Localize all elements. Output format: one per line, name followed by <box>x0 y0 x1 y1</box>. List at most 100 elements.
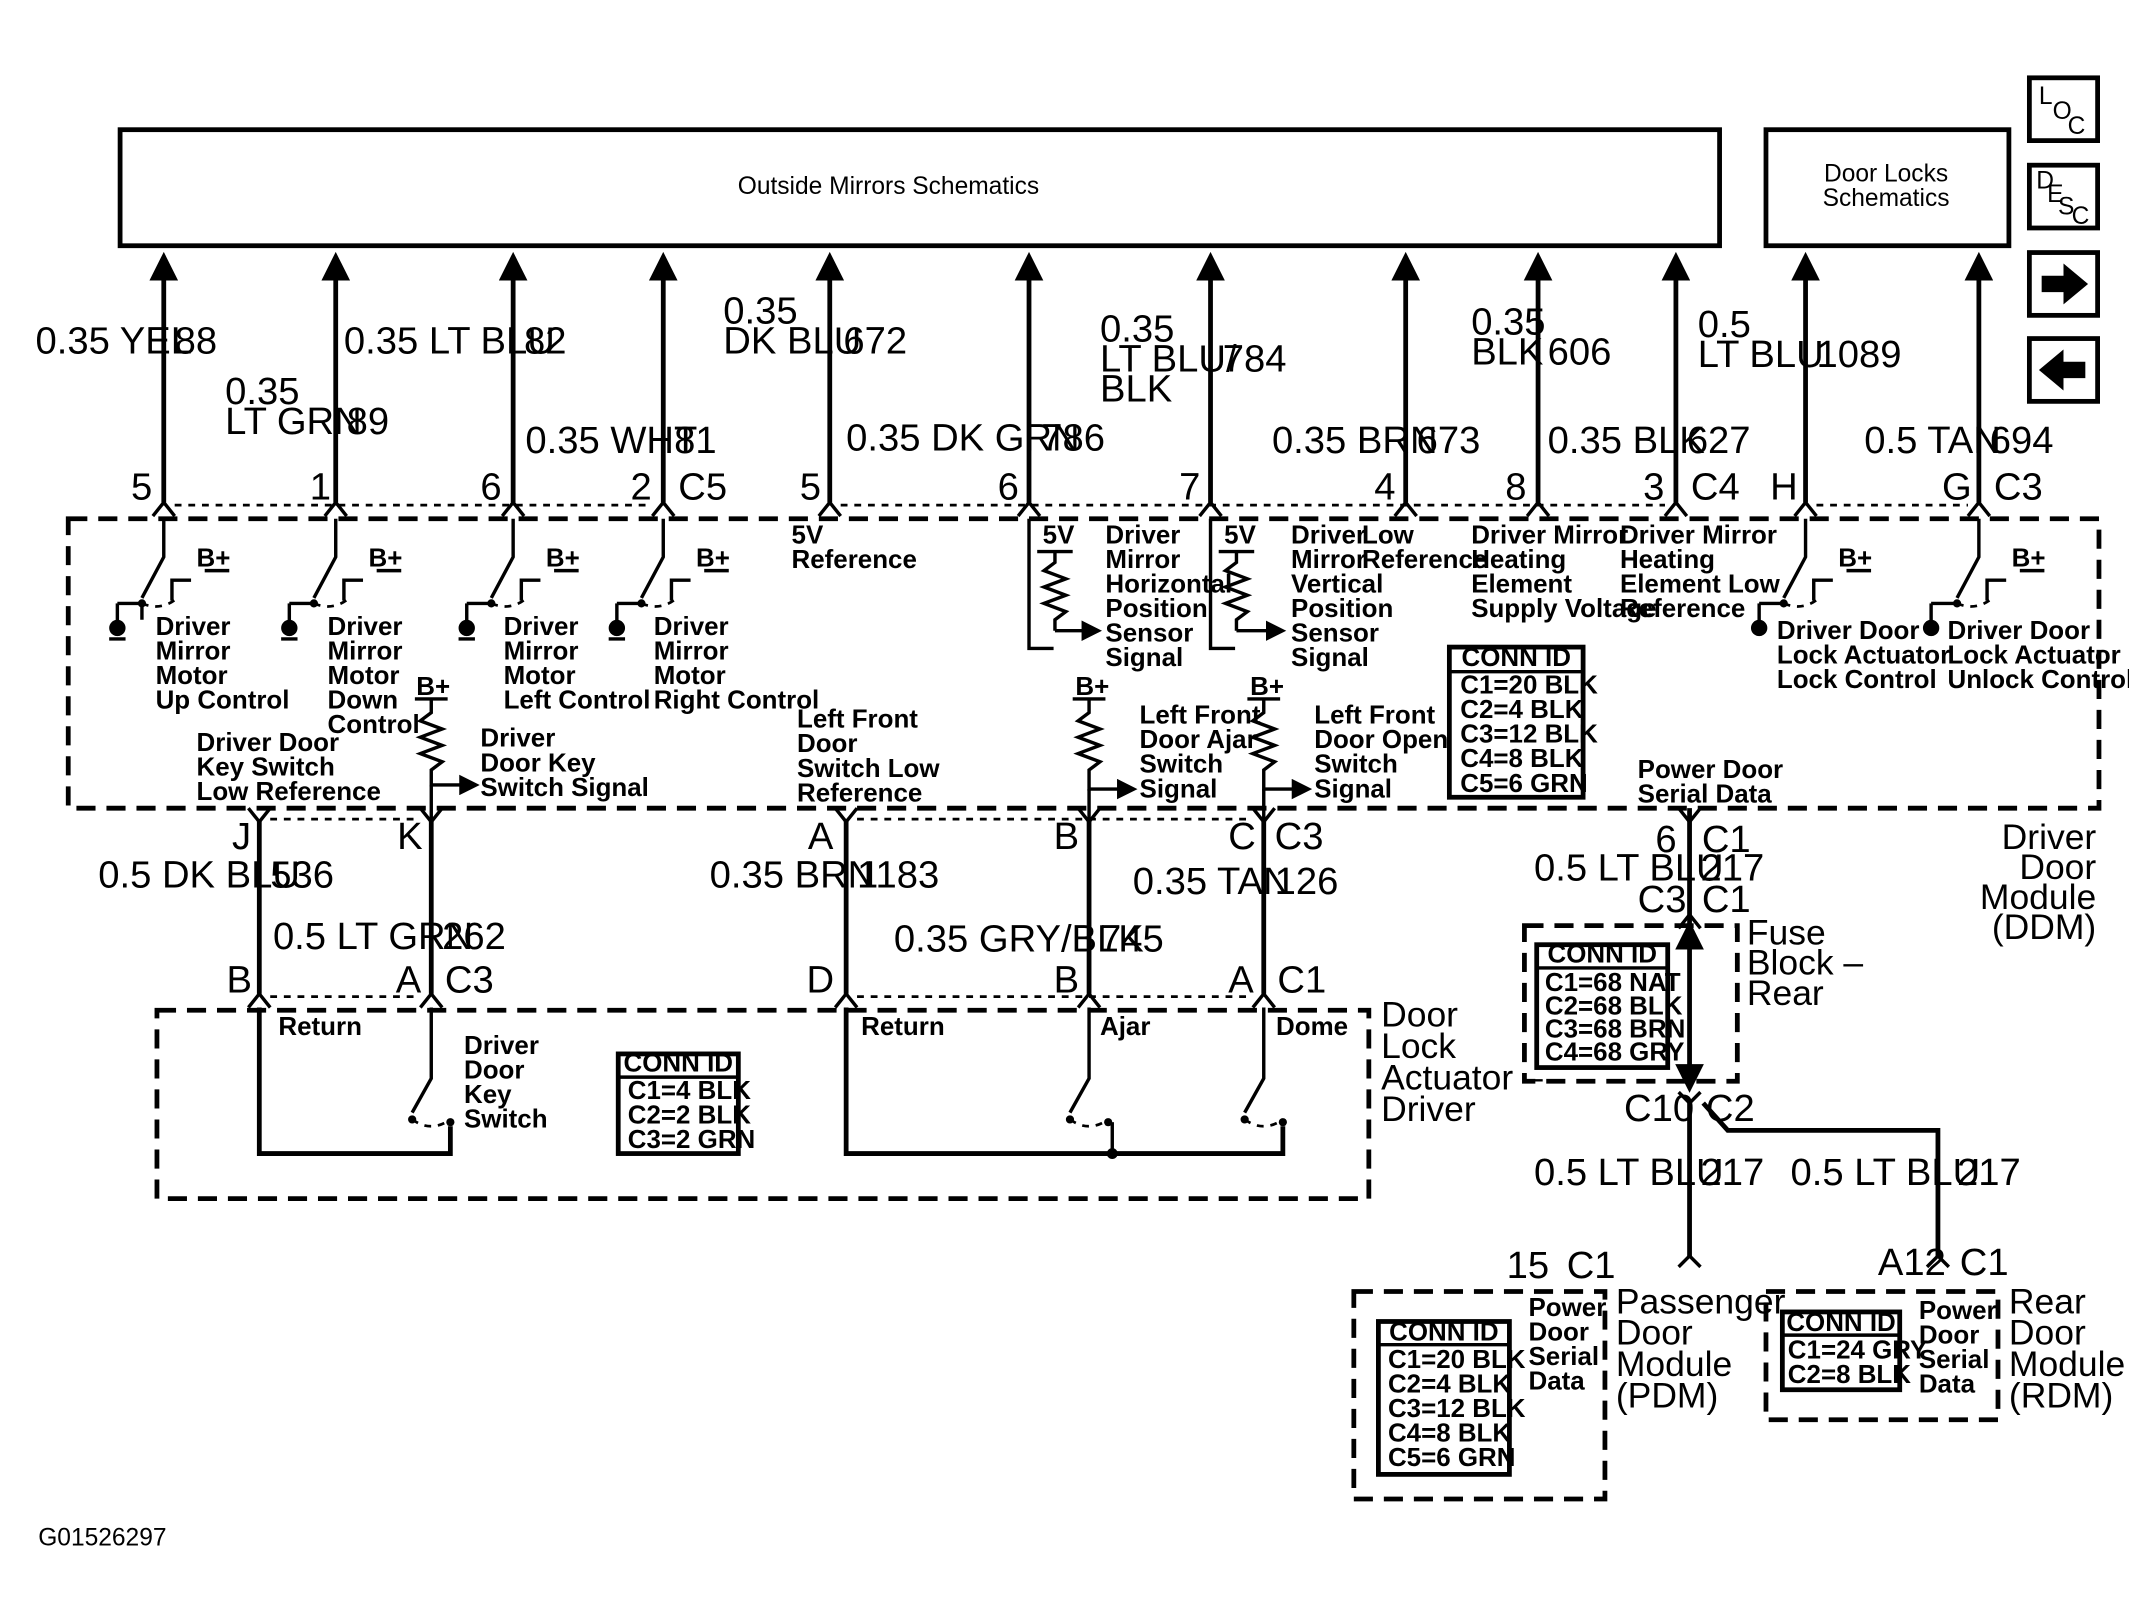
lbl-keylow-1: Driver Door <box>197 729 340 757</box>
wire-82-pin: 6 <box>480 466 501 509</box>
act-name-4: Driver <box>1381 1089 1476 1129</box>
lbl-left-1: Driver <box>504 613 579 641</box>
desc-s: S <box>2058 193 2074 220</box>
act-pin-a: A <box>396 958 422 1001</box>
ground-icon <box>109 619 126 637</box>
next-page-button[interactable] <box>2026 250 2100 318</box>
wire-88-circuit: 88 <box>175 320 217 363</box>
wire-784-size: 0.35 <box>1100 307 1174 350</box>
pdm-serial-2: Door <box>1529 1319 1589 1347</box>
ddm-conn-row-2: C2=4 BLK <box>1460 696 1583 724</box>
lbl-open-4: Signal <box>1314 775 1392 803</box>
v5-vert: 5V <box>1224 521 1256 549</box>
wire-82-size: 0.35 LT BLU <box>344 320 555 363</box>
rdm-conn-row-1: C1=24 GRY <box>1788 1336 1928 1364</box>
lbl-open-2: Door Open <box>1314 726 1448 754</box>
lbl-right-3: Motor <box>654 662 726 690</box>
lbl-horiz-3: Horizontal <box>1105 570 1232 598</box>
lbl-horiz-2: Mirror <box>1105 546 1180 574</box>
pdm-name-4: (PDM) <box>1616 1375 1718 1415</box>
lbl-up-1: Driver <box>156 613 231 641</box>
wire-1183-size: 0.35 BRN <box>710 853 876 896</box>
lbl-serial-2: Serial Data <box>1638 781 1773 809</box>
ddm-labels: Driver Mirror Motor Up Control Driver Mi… <box>156 521 2129 808</box>
ddm-conn-row-4: C4=8 BLK <box>1460 745 1583 773</box>
wire-786-pin: 6 <box>998 466 1019 509</box>
pdm-conn-title: CONN ID <box>1389 1319 1498 1347</box>
lbl-5vref-2: Reference <box>792 546 917 574</box>
bplus-5: B+ <box>1838 545 1872 573</box>
rdm-name-3: Module <box>2009 1344 2125 1384</box>
wire-672-size: 0.35 <box>723 290 797 333</box>
lbl-lflow-4: Reference <box>797 779 922 807</box>
pin-c-ddm: C <box>1228 815 1256 858</box>
pdm-serial-3: Serial <box>1529 1343 1600 1371</box>
pdm-conn-row-5: C5=6 GRN <box>1388 1444 1515 1472</box>
act-key-1: Driver <box>464 1032 539 1060</box>
wire-784-color2: BLK <box>1100 367 1173 410</box>
act-ajar: Ajar <box>1100 1013 1150 1041</box>
fuse-name-1: Fuse <box>1747 913 1826 953</box>
outside-mirrors-label: Outside Mirrors Schematics <box>738 173 1039 200</box>
ground-icon <box>281 619 298 637</box>
lbl-heat-low-1: Driver Mirror <box>1620 521 1777 549</box>
wire-606-size: 0.35 <box>1471 300 1545 343</box>
wire-1089-size: 0.5 <box>1698 303 1751 346</box>
wire-536-size: 0.5 DK BLU <box>98 853 300 896</box>
bplus-6: B+ <box>2012 545 2046 573</box>
wire-81-pin: 2 <box>631 466 652 509</box>
act-name-3: Actuator – <box>1381 1057 1543 1097</box>
wire-88-pin: 5 <box>131 466 152 509</box>
middle-wire-labels: J K A B C C3 0.5 DK BLU 536 0.5 LT GRN 2… <box>98 815 1338 960</box>
middle-wires <box>247 807 1277 1009</box>
lbl-right-2: Mirror <box>654 637 729 665</box>
ddm-box <box>65 516 2102 811</box>
v5-horiz: 5V <box>1043 521 1075 549</box>
previous-page-button[interactable] <box>2026 336 2100 404</box>
ddm-conn-row-1: C1=20 BLK <box>1460 672 1598 700</box>
serial-wire-labels: 6 C1 0.5 LT BLU 217 C3 C1 C10 C2 <box>1534 818 1764 1130</box>
outside-mirrors-schematics-link[interactable]: Outside Mirrors Schematics <box>117 127 1722 249</box>
act-dome: Dome <box>1276 1013 1348 1041</box>
rdm-name-1: Rear <box>2009 1281 2086 1321</box>
pdm-name: Passenger Door Module (PDM) <box>1616 1281 1786 1415</box>
wire-694-circuit: 694 <box>1990 419 2054 462</box>
pdm-conn: C1 <box>1567 1244 1616 1287</box>
lbl-down-1: Driver <box>328 613 403 641</box>
lbl-keysig-2: Door Key <box>480 749 596 777</box>
wire-262-circuit: 262 <box>442 915 506 958</box>
lbl-vert-1: Driver <box>1291 521 1366 549</box>
lbl-vert-4: Position <box>1291 595 1393 623</box>
actuator-pin-labels: B A C3 D B A C1 <box>227 958 1327 1001</box>
lbl-lowref-1: Low <box>1362 521 1415 549</box>
ground-icon <box>458 619 475 637</box>
lbl-down-5: Control <box>328 711 420 739</box>
loc-button[interactable]: L O C <box>2026 75 2100 144</box>
wire-784-color: LT BLU/ <box>1100 337 1237 380</box>
door-locks-schematics-link[interactable]: Door Locks Schematics <box>1763 127 2012 249</box>
right-arrow-icon <box>2041 263 2089 305</box>
lbl-vert-3: Vertical <box>1291 570 1383 598</box>
desc-button[interactable]: D E S C <box>2026 162 2100 231</box>
lbl-vert-2: Mirror <box>1291 546 1366 574</box>
fuse-conn-c3: C3 <box>1638 878 1687 921</box>
fuse-conn-row-3: C3=68 BRN <box>1545 1016 1685 1044</box>
door-locks-label-1: Door Locks <box>1824 161 1948 188</box>
lbl-up-2: Mirror <box>156 637 231 665</box>
lbl-keylow-2: Key Switch <box>197 753 335 781</box>
act-pin-b: B <box>227 958 252 1001</box>
wire-89-pin: 1 <box>310 466 331 509</box>
conn-c5: C5 <box>678 466 727 509</box>
lbl-down-3: Motor <box>328 662 400 690</box>
lbl-down-4: Down <box>328 687 399 715</box>
lbl-left-4: Left Control <box>504 687 651 715</box>
actuator-name: Door Lock Actuator – Driver <box>1381 995 1543 1129</box>
act-pin-b2: B <box>1054 958 1079 1001</box>
fuse-conn-row-2: C2=68 BLK <box>1545 992 1683 1020</box>
rdm-conn: C1 <box>1960 1241 2009 1284</box>
mirror-motor-switches: B+ B+ B+ B+ <box>109 518 730 641</box>
actuator-circuits <box>256 1007 1287 1160</box>
lbl-heat-supply-2: Heating <box>1471 546 1566 574</box>
door-locks-label-2: Schematics <box>1823 185 1950 212</box>
fuse-name-3: Rear <box>1747 973 1824 1013</box>
